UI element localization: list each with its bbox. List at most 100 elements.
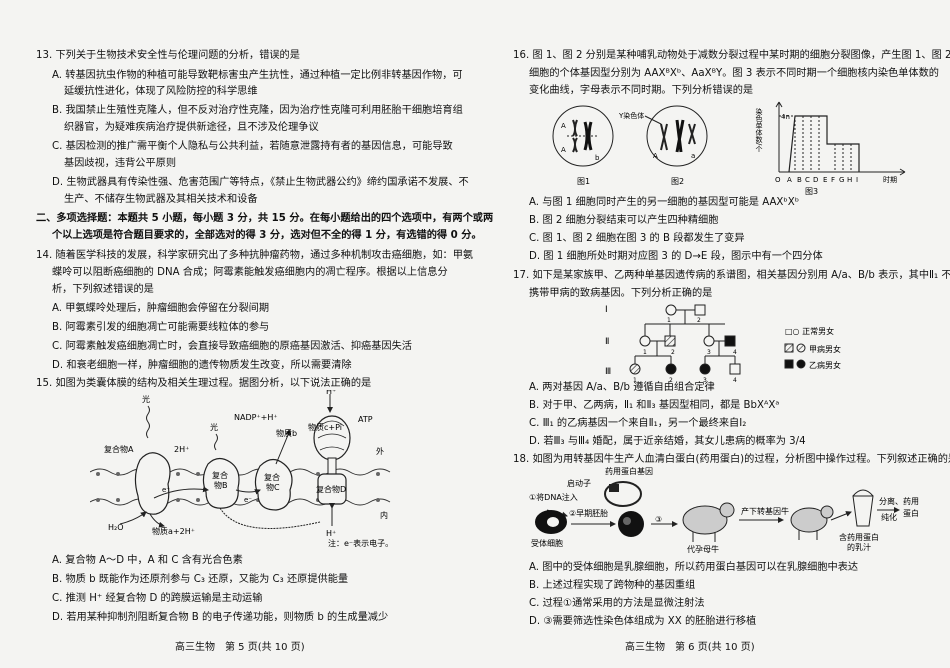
transgenic-label: 产下转基因牛 [741, 506, 789, 516]
svg-text:1: 1 [633, 377, 637, 384]
surrogate-label: 代孕母牛 [687, 544, 719, 554]
right-page: 16. 图 1、图 2 分别是某种哺乳动物处于减数分裂过程中某时期的细胞分裂图像… [475, 0, 950, 668]
product-label-1: 药用 [903, 496, 919, 506]
q16-option-c: C. 图 1、图 2 细胞在图 3 的 B 段都发生了变异 [529, 233, 745, 244]
q18-option-b: B. 上述过程实现了跨物种的基因重组 [529, 580, 696, 591]
inside-label: 内 [380, 510, 388, 520]
svg-text:b: b [595, 154, 600, 162]
q18-option-d: D. ③需要筛选性染色体组成为 XX 的胚胎进行移植 [529, 616, 757, 627]
legend-disease-b: 乙病男女 [809, 360, 841, 370]
svg-text:A: A [653, 152, 658, 160]
q17-option-d: D. 若Ⅲ₃ 与Ⅲ₄ 婚配，属于近亲结婚，其女儿患病的概率为 3/4 [529, 436, 806, 447]
tick-e: E [823, 176, 827, 184]
q18-stem: 18. 如图为用转基因牛生产人血清白蛋白(药用蛋白)的过程，分析图中操作过程。下… [513, 454, 950, 465]
left-page-footer: 高三生物 第 5 页(共 10 页) [175, 642, 305, 653]
svg-text:2: 2 [671, 349, 675, 356]
q14-option-a: A. 甲氨蝶呤处理后，肿瘤细胞会停留在分裂间期 [52, 303, 270, 314]
tick-o: O [775, 176, 781, 184]
tick-i: I [856, 176, 858, 184]
figure-2-caption: 图2 [671, 177, 684, 186]
electron-label-2: e⁻ [244, 496, 252, 504]
q16-option-b: B. 图 2 细胞分裂结束可以产生四种精细胞 [529, 215, 719, 226]
legend-disease-a: 甲病男女 [809, 344, 841, 354]
q13-option-d: D. 生物武器具有传染性强、危害范围广等特点，《禁止生物武器公约》缔约国承诺不发… [52, 177, 469, 188]
svg-text:A: A [561, 122, 566, 130]
q13-option-a-cont: 延缓抗性进化，体现了风险防控的科学思维 [64, 86, 258, 97]
generation-iii-label: Ⅲ [605, 367, 611, 377]
svg-text:3: 3 [707, 349, 711, 356]
tick-d: D [813, 176, 818, 184]
svg-text:1: 1 [667, 317, 671, 324]
chart-y-label: 染色单体数/个 [755, 107, 763, 152]
q14-stem-3: 析，下列叙述错误的是 [52, 284, 154, 295]
promoter-label: 启动子 [567, 478, 591, 488]
q13-option-b-cont: 织器官，为疑难疾病治疗提供新途径，且不涉及伦理争议 [64, 122, 319, 133]
svg-text:a: a [691, 152, 695, 160]
svg-text:1: 1 [643, 349, 647, 356]
q16-option-d: D. 图 1 细胞所处时期对应图 3 的 D→E 段，图示中有一个四分体 [529, 251, 823, 262]
complex-a-shape [134, 452, 171, 515]
q13-option-d-cont: 生产、不储存生物武器及其相关技术和设备 [64, 194, 258, 205]
substance-c-label: 物质c+Pi [308, 422, 342, 432]
gene-label: 药用蛋白基因 [605, 466, 653, 476]
chart-x-label: 时期 [883, 175, 897, 184]
q13-option-b: B. 我国禁止生殖性克隆人，但不反对治疗性克隆，因为治疗性克隆可利用胚胎干细胞培… [52, 105, 463, 116]
tick-h: H [847, 176, 852, 184]
q15-stem: 15. 如图为类囊体膜的结构及相关生理过程。据图分析，以下说法正确的是 [36, 378, 372, 389]
step1-label: ①将DNA注入 [529, 492, 578, 502]
chromatid-curve [788, 115, 860, 173]
q14-stem-2: 蝶呤可以阻断癌细胞的 DNA 合成；阿霉素能触发癌细胞内的凋亡程序。根据以上信息… [52, 267, 448, 278]
figure-note: 注：e⁻表示电子。 [328, 538, 393, 548]
q15-option-a: A. 复合物 A～D 中，A 和 C 含有光合色素 [52, 555, 243, 566]
substance-a-label: 物质a+2H⁺ [152, 526, 195, 536]
electron-label-1: e⁻ [162, 486, 170, 494]
milk-label-2: 的乳汁 [847, 542, 871, 552]
q15-option-c: C. 推测 H⁺ 经复合物 D 的跨膜运输是主动运输 [52, 593, 263, 604]
transgenic-figure: 药用蛋白基因 启动子 ①将DNA注入 受体细胞 ②早期胚胎 ③ 代孕母牛 产下转… [529, 466, 919, 554]
svg-text:4: 4 [733, 349, 737, 356]
q16-stem-2: 细胞的个体基因型分别为 AAXᴮXᵇ、AaXᴮY。图 3 表示不同时期一个细胞核… [529, 68, 939, 79]
light-label-1: 光 [142, 394, 150, 404]
q16-cell-figures: A A b Y染色体 A a 图1 图2 [552, 105, 708, 186]
h-plus-bottom-label: H⁺ [326, 529, 336, 538]
y-chromosome-label: Y染色体 [618, 111, 644, 120]
complex-d-label: 复合物D [316, 484, 346, 494]
section2-heading-cont: 个以上选项是符合题目要求的，全部选对的得 3 分，选对但不全的得 1 分，有选错… [52, 230, 482, 241]
q13-option-a: A. 转基因抗虫作物的种植可能导致靶标害虫产生抗性，通过种植一定比例非转基因作物… [52, 70, 463, 81]
q17-option-a: A. 两对基因 A/a、B/b 遵循自由组合定律 [529, 382, 715, 393]
complex-c-label-2: 物C [266, 482, 280, 492]
q17-option-b: B. 对于甲、乙两病，Ⅱ₁ 和Ⅱ₃ 基因型相同，都是 BbXᴬXᵃ [529, 400, 780, 411]
q17-stem: 17. 如下是某家族甲、乙两种单基因遗传病的系谱图，相关基因分别用 A/a、B/… [513, 270, 950, 281]
atp-label: ATP [358, 415, 373, 424]
svg-text:2: 2 [669, 377, 673, 384]
pedigree-chart: Ⅰ Ⅱ Ⅲ [605, 304, 841, 384]
q14-option-b: B. 阿霉素引发的细胞凋亡可能需要线粒体的参与 [52, 322, 270, 333]
tick-b: B [797, 176, 802, 184]
q16-stem: 16. 图 1、图 2 分别是某种哺乳动物处于减数分裂过程中某时期的细胞分裂图像… [513, 50, 950, 61]
tick-f: F [831, 176, 835, 184]
milk-label-1: 含药用蛋白 [839, 532, 879, 542]
svg-text:A: A [561, 146, 566, 154]
h-plus-top-label: H⁺ [326, 390, 336, 396]
figure-1-caption: 图1 [577, 177, 590, 186]
left-page: 13. 下列关于生物技术安全性与伦理问题的分析，错误的是 A. 转基因抗虫作物的… [0, 0, 493, 668]
q16-chromatid-chart: 4n 染色单体数/个 O A B C D E F G H I 时期 图3 [755, 101, 906, 196]
complex-b-label-2: 物B [214, 480, 228, 490]
outside-label: 外 [376, 446, 384, 456]
tick-g: G [839, 176, 844, 184]
recipient-cell-label: 受体细胞 [531, 538, 563, 548]
q14-option-c: C. 阿霉素触发癌细胞凋亡时，会直接导致癌细胞的原癌基因激活、抑癌基因失活 [52, 341, 412, 352]
q15-option-d: D. 若用某种抑制剂阻断复合物 B 的电子传递功能，则物质 b 的生成量减少 [52, 612, 389, 623]
q17-option-c: C. Ⅲ₁ 的乙病基因一个来自Ⅱ₁，另一个最终来自Ⅰ₂ [529, 418, 747, 429]
substance-b-label: 物质b [276, 428, 297, 438]
thylakoid-figure: 光 光 复合物A 2H⁺ NADP⁺+H⁺ 物质b 物质c+Pi H⁺ ATP … [90, 390, 393, 548]
svg-text:3: 3 [703, 377, 707, 384]
step3-label: ③ [655, 515, 662, 524]
generation-i-label: Ⅰ [605, 305, 608, 315]
q14-option-d: D. 和衰老细胞一样，肿瘤细胞的遗传物质发生改变，所以需要清除 [52, 360, 352, 371]
y-4n-label: 4n [781, 113, 790, 121]
section2-heading: 二、多项选择题：本题共 5 小题，每小题 3 分，共 15 分。在每小题给出的四… [36, 213, 494, 224]
complex-c-label-1: 复合 [264, 472, 280, 482]
purify-label-1: 分离、 [879, 496, 903, 506]
